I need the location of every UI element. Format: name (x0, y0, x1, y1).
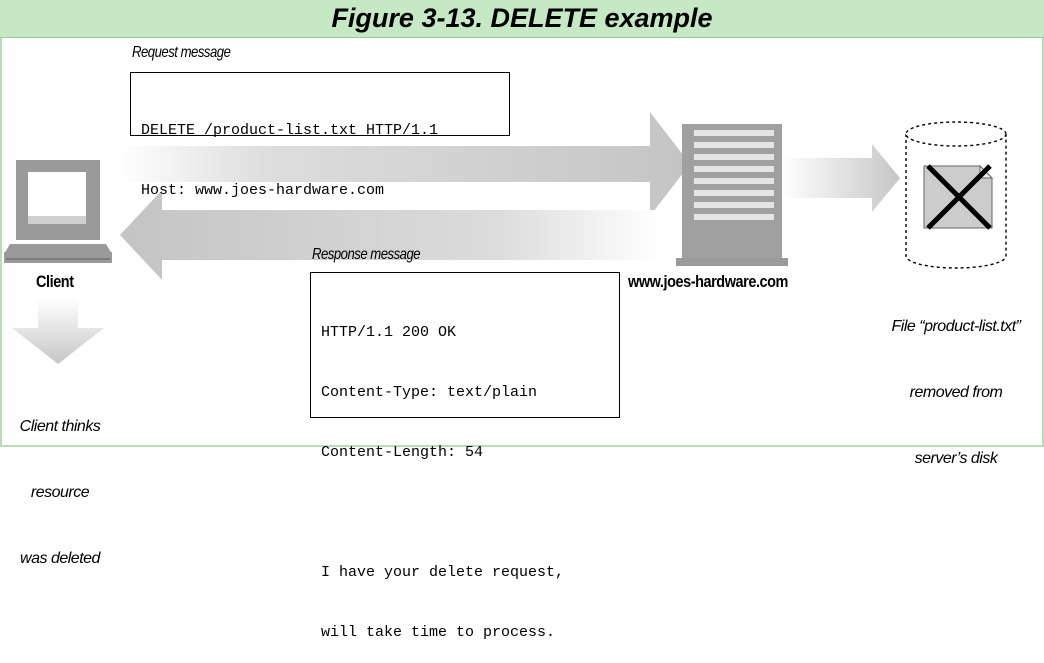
response-line: will take time to process. (321, 624, 556, 641)
disk-note-line: server’s disk (914, 450, 998, 467)
disk-arrow (782, 144, 900, 212)
figure-title: Figure 3-13. DELETE example (331, 3, 713, 33)
client-note-line: resource (30, 484, 90, 501)
response-line: I have your delete request, (321, 564, 565, 581)
server-label: www.joes-hardware.com (628, 272, 788, 291)
response-line: Content-Type: text/plain (321, 384, 538, 401)
disk-icon (905, 121, 1007, 269)
client-note-line: was deleted (20, 550, 100, 567)
delete-diagram (4, 112, 1007, 364)
client-note: Client thinks resource was deleted (0, 372, 120, 592)
disk-note: File “product-list.txt” removed from ser… (868, 272, 1044, 492)
request-arrow (118, 112, 690, 216)
response-arrow (120, 190, 660, 280)
client-label: Client (36, 272, 74, 291)
server-icon (676, 124, 788, 266)
delete-x-icon (926, 164, 992, 230)
request-line: Host: www.joes-hardware.com (141, 182, 385, 199)
disk-note-line: removed from (909, 384, 1003, 401)
response-line (321, 503, 609, 523)
disk-note-line: File “product-list.txt” (891, 318, 1021, 335)
response-line: Content-Length: 54 (321, 444, 484, 461)
client-note-line: Client thinks (19, 418, 101, 435)
figure-title-bar: Figure 3-13. DELETE example (0, 0, 1044, 38)
request-caption: Request message (132, 44, 231, 61)
figure-frame (0, 38, 1044, 447)
request-line: DELETE /product-list.txt HTTP/1.1 (141, 122, 439, 139)
response-message-box: HTTP/1.1 200 OK Content-Type: text/plain… (310, 272, 620, 641)
response-line: HTTP/1.1 200 OK (321, 324, 457, 341)
client-down-arrow (12, 298, 104, 364)
response-caption: Response message (312, 246, 421, 263)
request-message-box: DELETE /product-list.txt HTTP/1.1 Host: … (130, 72, 510, 199)
client-computer-icon (4, 160, 112, 263)
